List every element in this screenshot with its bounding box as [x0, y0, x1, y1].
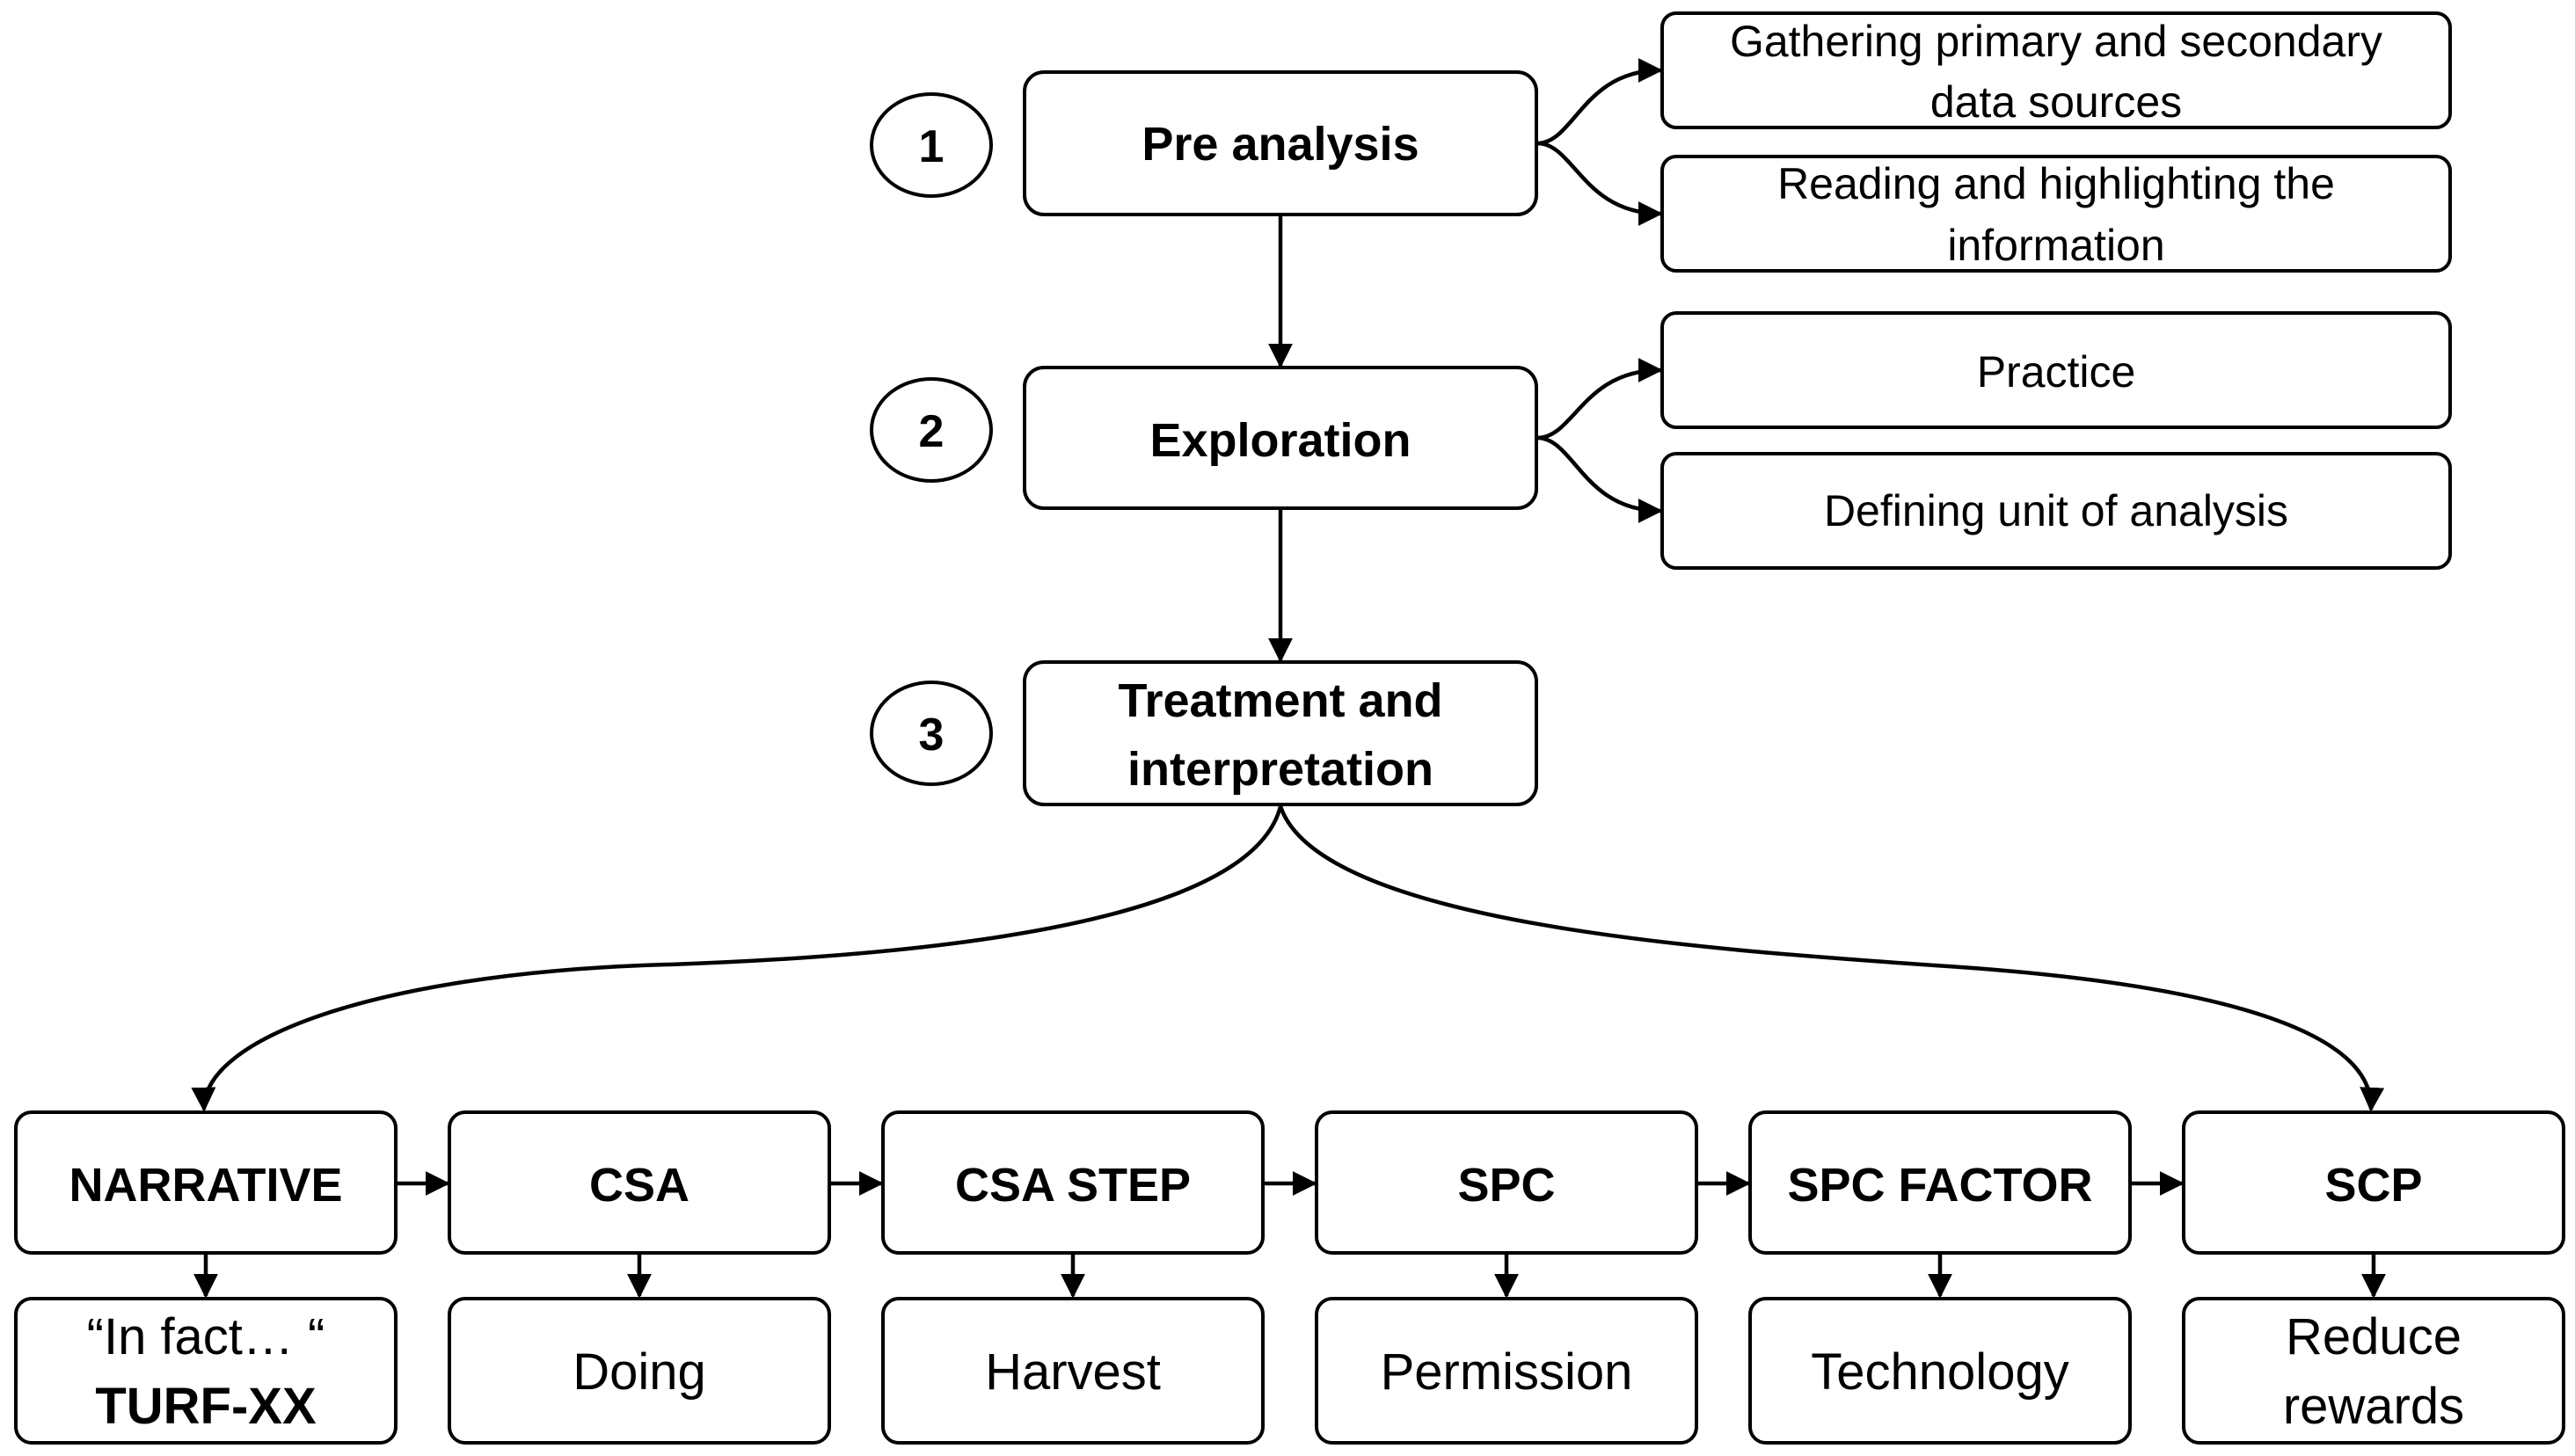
step-exploration-box: Exploration	[1023, 366, 1538, 510]
svg-text:SCP: SCP	[2324, 1159, 2422, 1212]
example-spc: Permission	[1315, 1297, 1698, 1445]
svg-text:1: 1	[919, 121, 945, 172]
svg-text:Treatment and: Treatment and	[1118, 674, 1442, 727]
svg-text:rewards: rewards	[2283, 1378, 2464, 1435]
category-csa-step: CSA STEP	[881, 1110, 1265, 1255]
svg-text:CSA STEP: CSA STEP	[955, 1159, 1191, 1212]
category-spc: SPC	[1315, 1110, 1698, 1255]
connector-treatment-to-scp	[1278, 805, 2385, 1112]
category-csa: CSA	[448, 1110, 831, 1255]
category-narrative: NARRATIVE	[14, 1110, 398, 1255]
connector-pre-analysis-to-reading	[1536, 141, 1663, 226]
svg-text:Practice: Practice	[1977, 347, 2136, 397]
svg-text:3: 3	[919, 710, 945, 761]
svg-text:2: 2	[919, 406, 945, 457]
example-spc-factor: Technology	[1748, 1297, 2132, 1445]
svg-text:Defining unit of analysis: Defining unit of analysis	[1824, 486, 2288, 535]
svg-text:Reduce: Reduce	[2286, 1308, 2462, 1365]
svg-text:NARRATIVE: NARRATIVE	[69, 1159, 342, 1212]
svg-text:Harvest: Harvest	[985, 1343, 1161, 1401]
exploration-item-unit-of-analysis: Defining unit of analysis	[1660, 452, 2452, 570]
example-csa-step: Harvest	[881, 1297, 1265, 1445]
svg-text:interpretation: interpretation	[1127, 743, 1433, 796]
connector-exploration-to-practice	[1536, 358, 1663, 440]
svg-text:information: information	[1947, 221, 2164, 270]
pre-analysis-item-reading: Reading and highlighting the information	[1660, 155, 2452, 273]
svg-text:SPC FACTOR: SPC FACTOR	[1787, 1159, 2092, 1212]
category-spc-factor: SPC FACTOR	[1748, 1110, 2132, 1255]
step-treatment-box: Treatment and interpretation	[1023, 660, 1538, 806]
step-3-number: 3	[870, 681, 993, 786]
category-scp: SCP	[2182, 1110, 2565, 1255]
svg-text:Doing: Doing	[573, 1343, 706, 1401]
svg-text:SPC: SPC	[1457, 1159, 1555, 1212]
svg-text:Reading and highlighting the: Reading and highlighting the	[1777, 159, 2335, 208]
pre-analysis-item-gathering: Gathering primary and secondary data sou…	[1660, 11, 2452, 129]
svg-text:data sources: data sources	[1930, 77, 2182, 127]
step-1-number: 1	[870, 92, 993, 198]
svg-text:Gathering primary and secondar: Gathering primary and secondary	[1730, 17, 2382, 66]
connector-exploration-to-unit	[1536, 435, 1663, 523]
svg-text:Permission: Permission	[1381, 1343, 1633, 1401]
example-scp: Reduce rewards	[2182, 1297, 2565, 1445]
connector-treatment-to-narrative	[191, 805, 1283, 1112]
svg-text:TURF-XX: TURF-XX	[95, 1378, 317, 1435]
step-pre-analysis-box: Pre analysis	[1023, 70, 1538, 216]
example-narrative: “In fact… “ TURF-XX	[14, 1297, 398, 1445]
step-2-number: 2	[870, 377, 993, 483]
svg-text:Exploration: Exploration	[1149, 414, 1411, 467]
example-csa: Doing	[448, 1297, 831, 1445]
exploration-item-practice: Practice	[1660, 311, 2452, 429]
svg-text:Pre analysis: Pre analysis	[1142, 118, 1419, 171]
connector-pre-analysis-to-gathering	[1536, 58, 1663, 146]
svg-text:CSA: CSA	[589, 1159, 689, 1212]
svg-text:Technology: Technology	[1811, 1343, 2068, 1401]
svg-text:“In fact… “: “In fact… “	[87, 1308, 325, 1365]
